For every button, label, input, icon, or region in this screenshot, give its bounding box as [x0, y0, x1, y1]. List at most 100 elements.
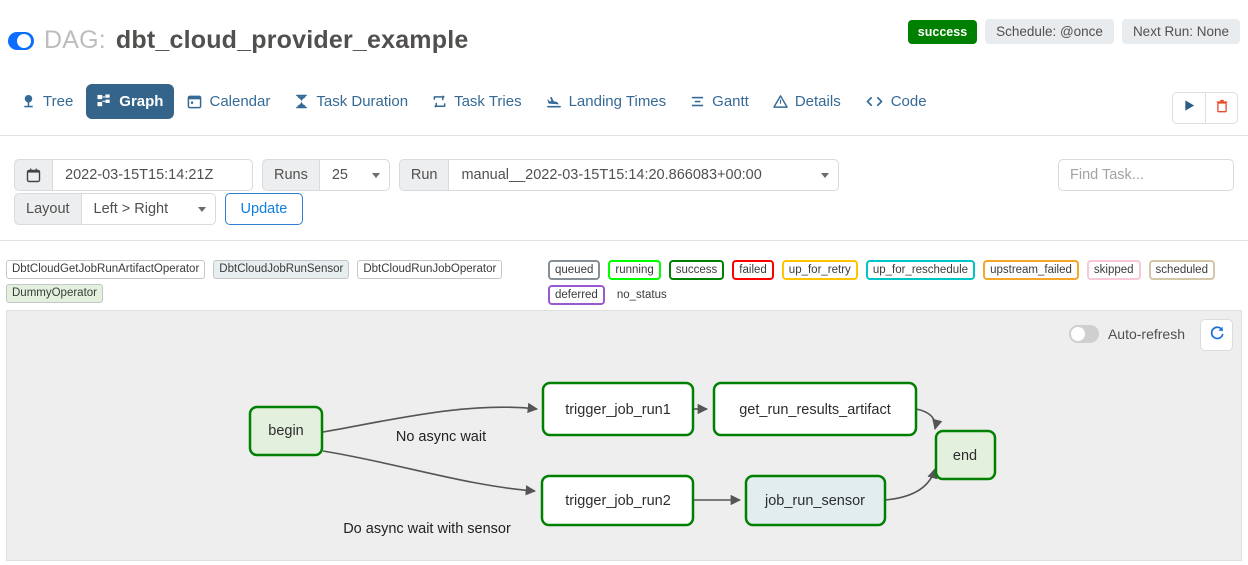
- dag-name-label: dbt_cloud_provider_example: [115, 26, 469, 54]
- layout-value: Left > Right: [93, 201, 169, 217]
- chevron-down-icon: [197, 206, 206, 212]
- next-run-badge: Next Run: None: [1121, 19, 1240, 44]
- layout-select[interactable]: Left > Right: [81, 193, 216, 225]
- tab-gantt[interactable]: Gantt: [679, 84, 760, 119]
- layout-label: Layout: [14, 193, 82, 225]
- node-label: trigger_job_run2: [565, 493, 671, 509]
- run-select-group: Run manual__2022-03-15T15:14:20.866083+0…: [398, 159, 840, 191]
- dag-action-buttons: [1172, 92, 1238, 124]
- edge-begin-to-trigger2: [322, 450, 537, 496]
- view-tabs-bar: Tree Graph Calendar Task Duration: [0, 78, 1248, 136]
- refresh-button[interactable]: [1200, 319, 1233, 351]
- auto-refresh-label: Auto-refresh: [1107, 326, 1185, 342]
- tab-task-duration[interactable]: Task Duration: [283, 84, 419, 119]
- find-task-input[interactable]: Find Task...: [1058, 159, 1234, 191]
- graph-node-get-run-results-artifact[interactable]: get_run_results_artifact: [712, 381, 918, 437]
- tab-details[interactable]: Details: [762, 84, 852, 119]
- tab-code[interactable]: Code: [854, 84, 938, 119]
- graph-canvas-panel: Auto-refresh: [6, 310, 1242, 561]
- node-label: job_run_sensor: [764, 493, 865, 509]
- auto-refresh-control: Auto-refresh: [1068, 325, 1185, 343]
- graph-edge-labels: No async wait Do async wait with sensor: [343, 429, 511, 537]
- graph-node-trigger-job-run1[interactable]: trigger_job_run1: [541, 381, 695, 437]
- tab-label: Task Duration: [316, 93, 409, 110]
- tab-label: Calendar: [209, 93, 271, 110]
- tree-icon: [21, 94, 36, 109]
- state-chip-running[interactable]: running: [608, 260, 661, 280]
- find-task-placeholder: Find Task...: [1070, 167, 1144, 183]
- num-runs-select[interactable]: 25: [319, 159, 390, 191]
- hourglass-icon: [294, 94, 309, 109]
- state-chip-queued[interactable]: queued: [548, 260, 601, 280]
- tab-label: Task Tries: [454, 93, 522, 110]
- tab-label: Graph: [119, 93, 164, 110]
- delete-dag-button[interactable]: [1205, 92, 1238, 124]
- node-label: end: [953, 448, 977, 464]
- runs-label: Runs: [262, 159, 320, 191]
- state-chip-up-for-reschedule[interactable]: up_for_reschedule: [865, 260, 976, 280]
- trigger-dag-button[interactable]: [1172, 92, 1205, 124]
- play-icon: [1183, 99, 1196, 117]
- state-chip-upstream-failed[interactable]: upstream_failed: [983, 260, 1079, 280]
- tab-graph[interactable]: Graph: [86, 84, 175, 119]
- operator-chip[interactable]: DbtCloudRunJobOperator: [357, 260, 503, 279]
- tab-task-tries[interactable]: Task Tries: [421, 84, 533, 119]
- retry-icon: [432, 94, 447, 109]
- alert-triangle-icon: [773, 94, 788, 109]
- update-button[interactable]: Update: [224, 193, 304, 225]
- tab-tree[interactable]: Tree: [10, 84, 84, 119]
- calendar-icon: [187, 94, 202, 109]
- tab-label: Gantt: [712, 93, 749, 110]
- chevron-down-icon: [821, 172, 830, 178]
- run-value: manual__2022-03-15T15:14:20.866083+00:00: [461, 167, 762, 183]
- edge-begin-to-trigger1: [322, 402, 539, 433]
- num-runs-group: Runs 25: [262, 159, 390, 191]
- dag-pause-toggle[interactable]: [8, 31, 34, 50]
- tab-calendar[interactable]: Calendar: [176, 84, 281, 119]
- state-chip-up-for-retry[interactable]: up_for_retry: [781, 260, 858, 280]
- state-chip-scheduled[interactable]: scheduled: [1148, 260, 1215, 280]
- tab-label: Landing Times: [568, 93, 667, 110]
- state-chip-failed[interactable]: failed: [732, 260, 774, 280]
- edge-label-no-async-wait: No async wait: [396, 429, 486, 445]
- state-chip-deferred[interactable]: deferred: [548, 285, 605, 305]
- state-chip-no-status[interactable]: no_status: [612, 285, 674, 305]
- page-header: DAG: dbt_cloud_provider_example success …: [0, 0, 1248, 72]
- run-select[interactable]: manual__2022-03-15T15:14:20.866083+00:00: [449, 159, 840, 191]
- num-runs-value: 25: [331, 167, 348, 183]
- base-date-group: 2022-03-15T15:14:21Z: [14, 159, 253, 191]
- node-label: get_run_results_artifact: [739, 402, 891, 418]
- auto-refresh-toggle[interactable]: [1068, 325, 1099, 343]
- operator-chip[interactable]: DummyOperator: [6, 284, 103, 303]
- operator-chip[interactable]: DbtCloudJobRunSensor: [213, 260, 350, 279]
- gantt-icon: [690, 94, 705, 109]
- edge-label-do-async-wait: Do async wait with sensor: [343, 521, 511, 537]
- node-label: trigger_job_run1: [565, 402, 671, 418]
- tab-label: Code: [890, 93, 927, 110]
- tab-label: Tree: [43, 93, 74, 110]
- base-date-input[interactable]: 2022-03-15T15:14:21Z: [53, 159, 253, 191]
- operator-legend: DbtCloudGetJobRunArtifactOperator DbtClo…: [6, 260, 536, 303]
- dag-graph[interactable]: No async wait Do async wait with sensor …: [7, 311, 1243, 562]
- operator-chip[interactable]: DbtCloudGetJobRunArtifactOperator: [6, 260, 206, 279]
- graph-node-begin[interactable]: begin: [248, 405, 324, 457]
- run-label: Run: [398, 159, 450, 191]
- toggle-knob: [1070, 327, 1085, 341]
- calendar-icon[interactable]: [14, 159, 53, 191]
- edge-artifact-to-end: [915, 408, 943, 431]
- state-chip-success[interactable]: success: [668, 260, 725, 280]
- tab-landing-times[interactable]: Landing Times: [535, 84, 678, 119]
- refresh-icon: [1209, 325, 1225, 346]
- graph-node-job-run-sensor[interactable]: job_run_sensor: [744, 474, 887, 527]
- schedule-badge[interactable]: Schedule: @once: [985, 19, 1114, 44]
- page-title: DAG: dbt_cloud_provider_example: [8, 26, 468, 55]
- graph-node-end[interactable]: end: [934, 429, 997, 481]
- state-chip-skipped[interactable]: skipped: [1086, 260, 1141, 280]
- legend-bar: DbtCloudGetJobRunArtifactOperator DbtClo…: [0, 240, 1248, 305]
- chevron-down-icon: [371, 172, 380, 178]
- code-icon: [865, 94, 884, 109]
- graph-node-trigger-job-run2[interactable]: trigger_job_run2: [540, 474, 695, 527]
- edge-sensor-to-end: [884, 468, 938, 501]
- view-tabs: Tree Graph Calendar Task Duration: [10, 84, 938, 119]
- filter-row-primary: 2022-03-15T15:14:21Z Runs 25 Run manual_…: [14, 159, 840, 191]
